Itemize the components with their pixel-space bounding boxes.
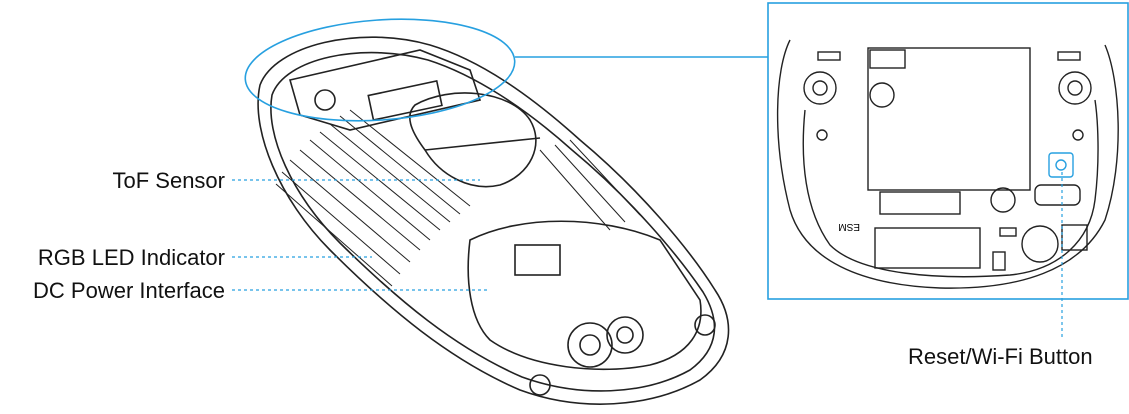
reset-button-highlight xyxy=(1048,152,1074,178)
device-body xyxy=(257,36,730,405)
label-rgb-led-indicator: RGB LED Indicator xyxy=(37,245,225,270)
callout-highlight xyxy=(244,2,1129,300)
label-dc-power-interface: DC Power Interface xyxy=(33,278,225,303)
inset-pcb-view xyxy=(776,39,1119,289)
pcb-marking: ESM xyxy=(838,221,860,232)
leader-lines xyxy=(232,172,1063,340)
label-tof-sensor: ToF Sensor xyxy=(112,168,226,193)
label-reset-wifi-button: Reset/Wi-Fi Button xyxy=(908,344,1093,369)
